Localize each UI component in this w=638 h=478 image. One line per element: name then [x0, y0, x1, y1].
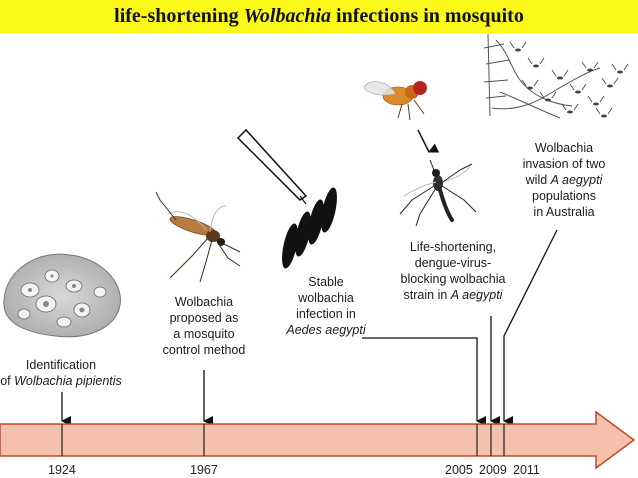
year-1967: 1967 [190, 463, 218, 477]
fruit-fly-icon [363, 81, 427, 121]
mosquito-icon [155, 191, 241, 283]
year-2011: 2011 [513, 463, 540, 477]
fly-to-mosquito-arrow [417, 129, 440, 153]
injection-needle-icon [236, 128, 337, 269]
event-label-2009: Life-shortening,dengue-virus-blocking wo… [400, 240, 506, 302]
mosquito-swarm-icon [483, 33, 629, 119]
year-2005: 2005 [445, 463, 473, 477]
arrow-2011 [503, 229, 558, 426]
timeline-arrow [0, 410, 636, 470]
arrow-2005 [362, 337, 486, 426]
mosquito-icon [399, 159, 477, 227]
year-2009: 2009 [479, 463, 507, 477]
page-title: life-shortening Wolbachia infections in … [114, 5, 524, 27]
year-1924: 1924 [48, 463, 76, 477]
wolbachia-cell-icon [3, 253, 121, 338]
title-bar [0, 0, 638, 33]
event-arrows [61, 229, 558, 426]
